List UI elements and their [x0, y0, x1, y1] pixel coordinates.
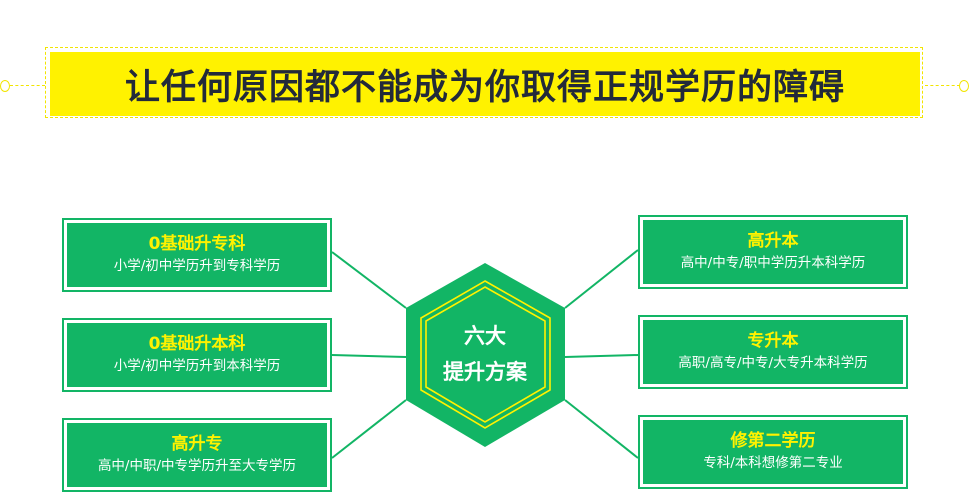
plan-title: 高升专 — [171, 434, 223, 454]
plan-desc: 高中/中专/职中学历升本科学历 — [680, 255, 866, 271]
plan-card[interactable]: 修第二学历专科/本科想修第二专业 — [638, 415, 908, 489]
connector-line — [331, 354, 407, 358]
decor-dashed-line-left — [10, 85, 45, 86]
decor-dot-left — [0, 80, 10, 92]
plan-title: 0基础升专科 — [148, 234, 246, 254]
plan-desc: 小学/初中学历升到本科学历 — [113, 358, 281, 374]
plan-card[interactable]: 0基础升本科小学/初中学历升到本科学历 — [62, 318, 332, 392]
plan-desc: 专科/本科想修第二专业 — [703, 455, 843, 471]
plan-desc: 高中/中职/中专学历升至大专学历 — [97, 458, 297, 474]
plan-title: 专升本 — [747, 331, 799, 351]
decor-dashed-line-right — [925, 85, 960, 86]
center-label-line1: 六大 — [464, 324, 506, 348]
plan-title: 高升本 — [747, 231, 799, 251]
plan-card[interactable]: 0基础升专科小学/初中学历升到专科学历 — [62, 218, 332, 292]
banner-frame — [45, 47, 923, 118]
decor-dot-right — [959, 80, 969, 92]
hexagon-inner-border-inner — [425, 286, 546, 423]
connector-line — [564, 354, 639, 358]
center-label-line2: 提升方案 — [443, 360, 527, 384]
plan-desc: 小学/初中学历升到专科学历 — [113, 258, 281, 274]
plan-desc: 高职/高专/中专/大专升本科学历 — [678, 355, 868, 371]
center-label: 六大 提升方案 — [405, 318, 565, 390]
plan-title: 0基础升本科 — [148, 334, 246, 354]
plan-card[interactable]: 高升专高中/中职/中专学历升至大专学历 — [62, 418, 332, 492]
plan-card[interactable]: 专升本高职/高专/中专/大专升本科学历 — [638, 315, 908, 389]
plan-title: 修第二学历 — [730, 431, 816, 451]
connector-line — [564, 249, 639, 309]
connector-line — [331, 251, 407, 309]
banner: 让任何原因都不能成为你取得正规学历的障碍 — [50, 52, 920, 116]
banner-title: 让任何原因都不能成为你取得正规学历的障碍 — [124, 67, 845, 108]
plan-card[interactable]: 高升本高中/中专/职中学历升本科学历 — [638, 215, 908, 289]
hexagon-inner-border-outer — [420, 280, 551, 429]
connector-line — [564, 399, 639, 459]
connector-line — [331, 399, 407, 459]
